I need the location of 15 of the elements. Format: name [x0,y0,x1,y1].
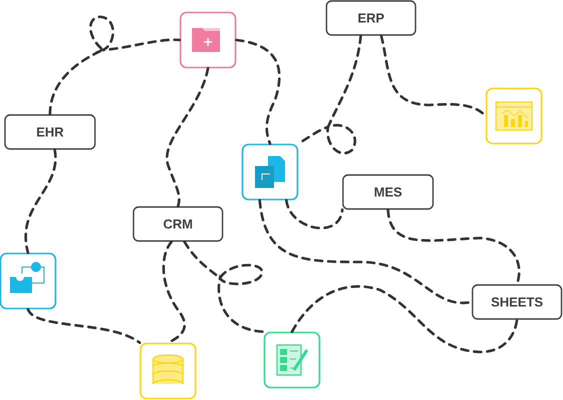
label-box: SHEETS [472,284,562,320]
dashed-connector [24,148,57,254]
label-box: MES [342,174,434,210]
dashed-connector [290,285,518,354]
dashed-connector [285,199,344,230]
label-box: EHR [4,114,96,150]
dashed-connector [162,240,186,344]
dashed-connector [380,34,487,118]
label-box: ERP [326,0,416,36]
label-box: CRM [132,206,224,242]
dashed-connector [26,308,141,344]
dashed-connector [235,38,281,145]
dashed-connector [166,67,210,208]
dashed-connector [183,240,265,333]
dashed-connector [48,16,181,116]
